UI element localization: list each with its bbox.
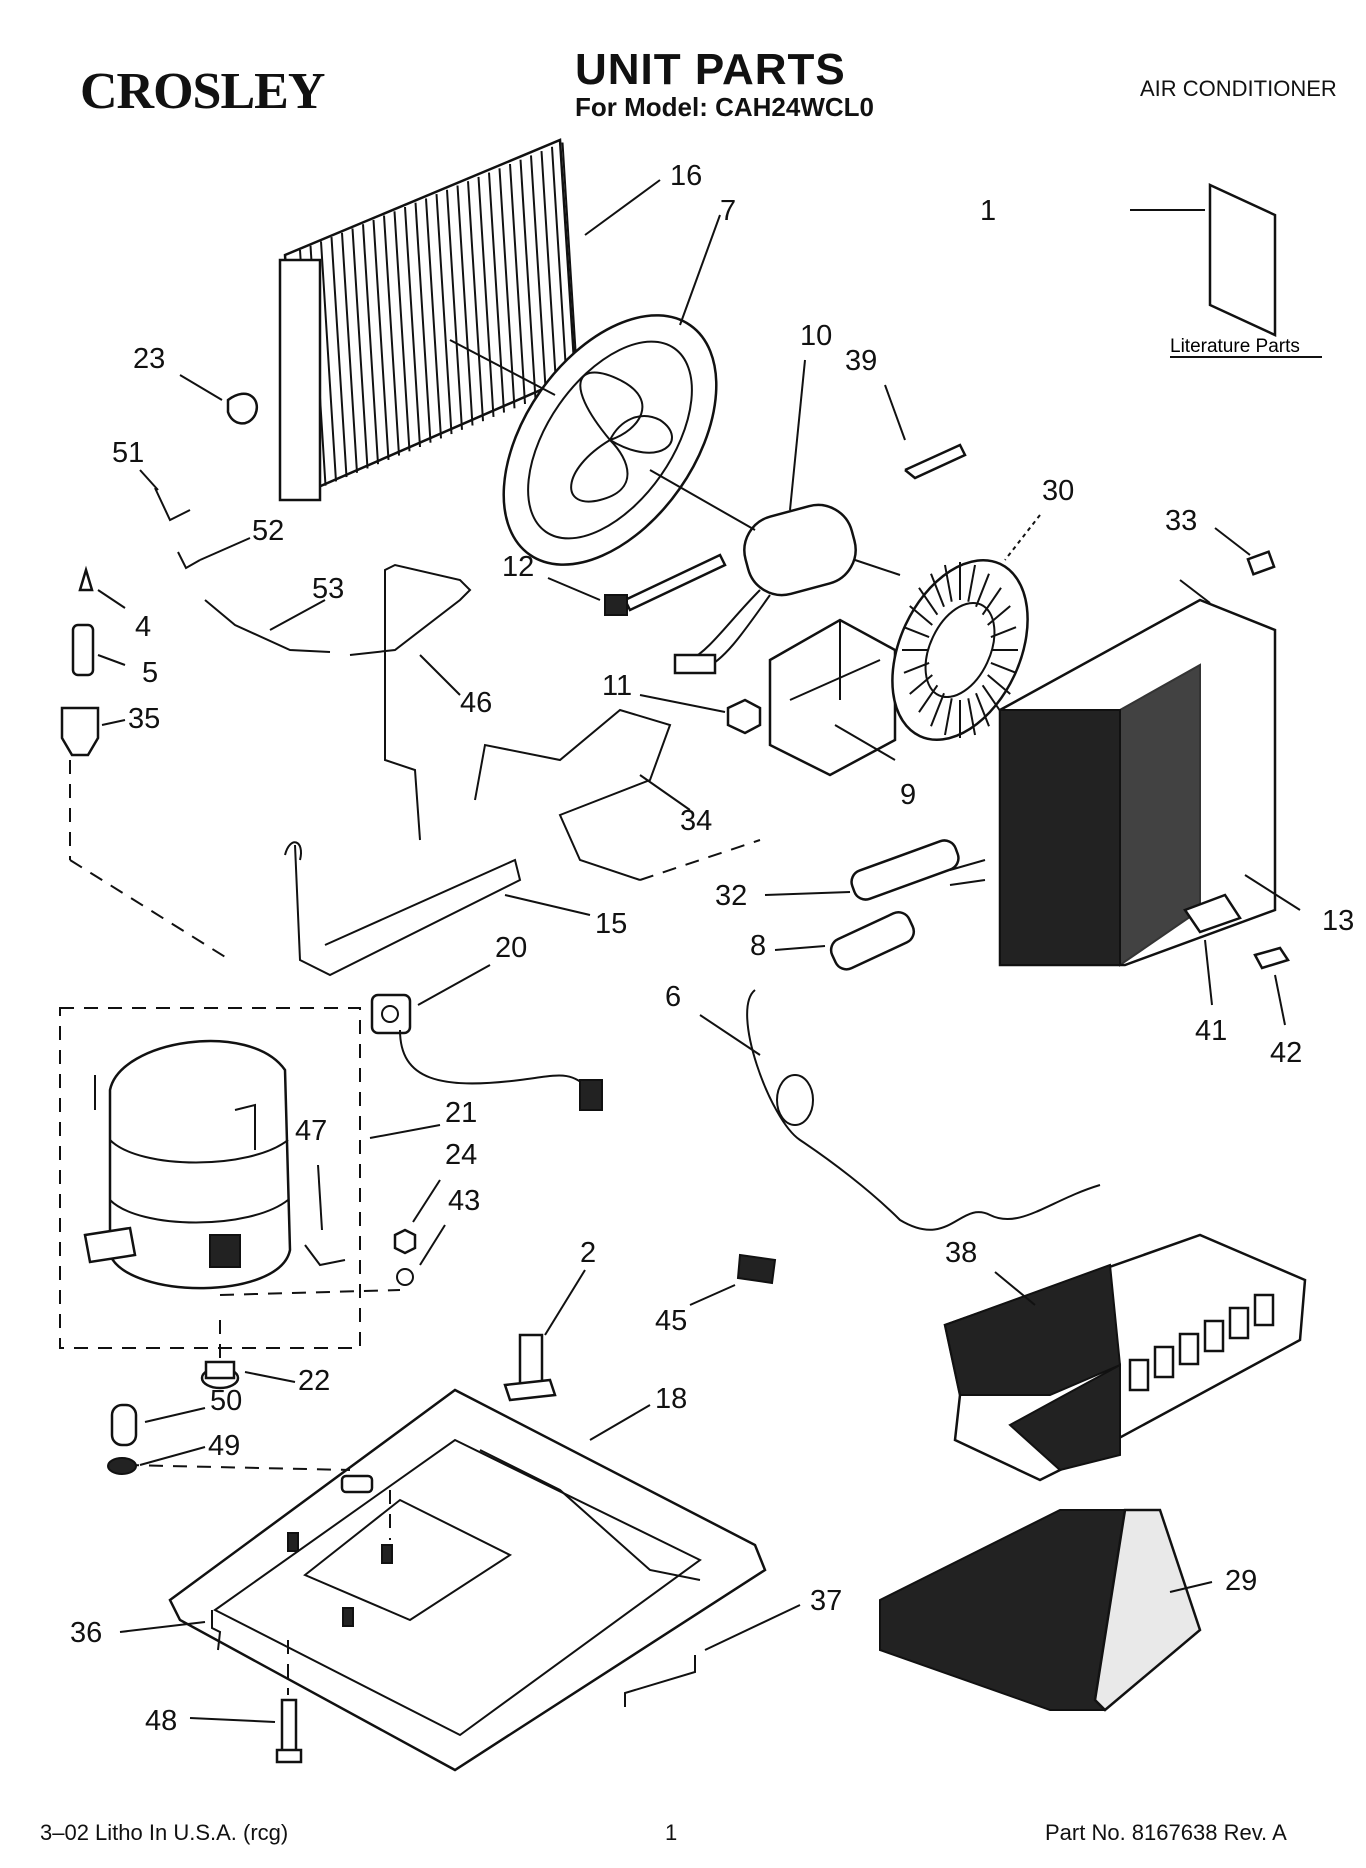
callout-37: 37 bbox=[810, 1585, 842, 1617]
nut-part bbox=[639, 694, 762, 735]
cable-tie-part bbox=[547, 553, 727, 616]
literature-booklet-part: Literature Parts bbox=[1130, 183, 1322, 358]
callout-46: 46 bbox=[460, 687, 492, 719]
callout-50: 50 bbox=[210, 1385, 242, 1417]
model-line: For Model: CAH24WCL0 bbox=[575, 92, 874, 122]
fitting-parts bbox=[139, 469, 251, 570]
blower-wheel-part bbox=[891, 514, 1041, 742]
callout-18: 18 bbox=[655, 1383, 687, 1415]
callout-12: 12 bbox=[502, 551, 534, 583]
wire-harness-part bbox=[370, 964, 603, 1111]
callout-32: 32 bbox=[715, 880, 747, 912]
callout-39: 39 bbox=[845, 345, 877, 377]
callout-23: 23 bbox=[133, 343, 165, 375]
callout-30: 30 bbox=[1042, 475, 1074, 507]
base-pan-part bbox=[124, 1388, 767, 1772]
callout-2: 2 bbox=[580, 1237, 596, 1269]
page-number: 1 bbox=[665, 1820, 678, 1845]
callout-7: 7 bbox=[720, 195, 736, 227]
callout-20: 20 bbox=[495, 932, 527, 964]
spacer-parts bbox=[107, 1403, 206, 1475]
screw-part bbox=[1214, 527, 1276, 576]
callout-33: 33 bbox=[1165, 505, 1197, 537]
misc-hardware-parts bbox=[119, 1604, 801, 1764]
callout-11: 11 bbox=[602, 670, 632, 702]
control-panel-part bbox=[943, 1233, 1307, 1482]
air-filter-part bbox=[879, 1508, 1213, 1712]
capillary-tube-part bbox=[699, 989, 1101, 1231]
print-info: 3–02 Litho In U.S.A. (rcg) bbox=[40, 1820, 289, 1845]
callout-10: 10 bbox=[800, 320, 832, 352]
grommet-parts bbox=[200, 1179, 446, 1390]
callout-45: 45 bbox=[655, 1305, 687, 1337]
callout-49: 49 bbox=[208, 1430, 240, 1462]
literature-parts-label: Literature Parts bbox=[1170, 336, 1300, 357]
tube-46-part bbox=[349, 563, 472, 841]
callout-15: 15 bbox=[595, 908, 627, 940]
callout-21: 21 bbox=[445, 1097, 477, 1129]
callout-1: 1 bbox=[980, 195, 996, 227]
callout-48: 48 bbox=[145, 1705, 177, 1737]
callout-24: 24 bbox=[445, 1139, 477, 1171]
condenser-coil-part bbox=[278, 138, 661, 502]
motor-bracket-part bbox=[768, 618, 897, 777]
callout-43: 43 bbox=[448, 1185, 480, 1217]
callout-38: 38 bbox=[945, 1237, 977, 1269]
callout-8: 8 bbox=[750, 930, 766, 962]
compressor-part bbox=[59, 1007, 441, 1370]
foam-pad-part bbox=[689, 1253, 777, 1306]
callout-51: 51 bbox=[112, 437, 144, 469]
callout-53: 53 bbox=[312, 573, 344, 605]
callout-4: 4 bbox=[135, 611, 151, 643]
fan-motor-part bbox=[649, 359, 901, 675]
callout-6: 6 bbox=[665, 981, 681, 1013]
page-title: UNIT PARTS bbox=[575, 45, 846, 94]
callout-35: 35 bbox=[128, 703, 160, 735]
brand-logo: CROSLEY bbox=[80, 63, 325, 120]
tube-53-part bbox=[204, 599, 331, 653]
callout-22: 22 bbox=[298, 1365, 330, 1397]
callout-13: 13 bbox=[1322, 905, 1354, 937]
clip-part bbox=[884, 384, 967, 480]
tube-15-part bbox=[284, 841, 591, 977]
fan-shroud-part bbox=[449, 214, 721, 566]
coil-clip-part bbox=[179, 374, 258, 425]
valve-parts bbox=[60, 565, 231, 961]
callout-52: 52 bbox=[252, 515, 284, 547]
evaporator-coil-part bbox=[998, 579, 1301, 967]
callout-34: 34 bbox=[680, 805, 712, 837]
bracket-parts bbox=[1183, 893, 1290, 1026]
callout-16: 16 bbox=[670, 160, 702, 192]
tube-34-part bbox=[474, 708, 691, 881]
terminal-block-part bbox=[503, 1269, 586, 1402]
callout-36: 36 bbox=[70, 1617, 102, 1649]
callout-41: 41 bbox=[1195, 1015, 1227, 1047]
callout-9: 9 bbox=[900, 779, 916, 811]
valve-filter-parts bbox=[639, 839, 986, 971]
product-type: AIR CONDITIONER bbox=[1140, 76, 1337, 101]
callout-5: 5 bbox=[142, 657, 158, 689]
callout-42: 42 bbox=[1270, 1037, 1302, 1069]
callout-47: 47 bbox=[295, 1115, 327, 1147]
part-number: Part No. 8167638 Rev. A bbox=[1045, 1820, 1287, 1845]
callout-29: 29 bbox=[1225, 1565, 1257, 1597]
